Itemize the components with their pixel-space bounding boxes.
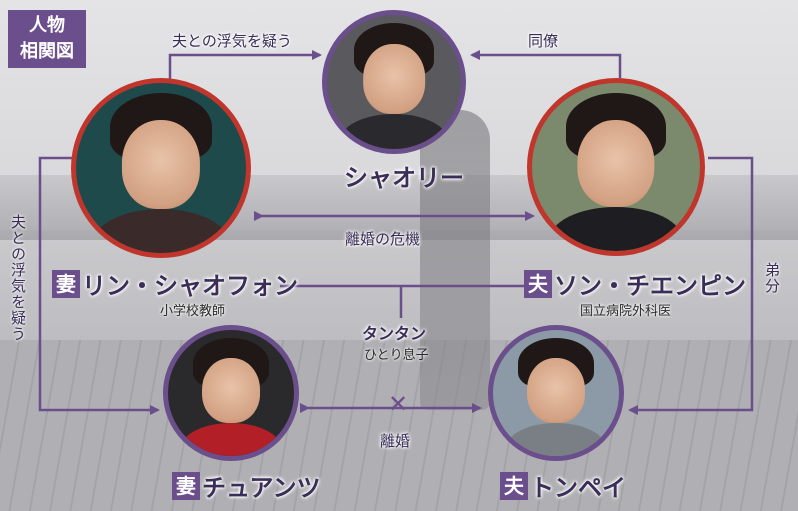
name-tong-text: トンペイ [530,474,626,502]
name-song-text: ソン・チエンピン [554,272,746,300]
divorce-cross-icon: ✕ [388,390,409,418]
role-badge-tong: 夫 [500,471,528,500]
chart-title-badge: 人物 相関図 [8,10,86,68]
portrait-tong [488,325,624,461]
label-lin-xiaoli: 夫との浮気を疑う [172,32,292,50]
line-song-tong [628,156,754,415]
background-pier [0,340,798,511]
chart-title-line1: 人物 [29,15,65,36]
portrait-lin [71,78,251,258]
label-song-xiaoli: 同僚 [528,32,559,50]
label-song-tong: 弟分 [763,262,781,294]
background-water [0,240,798,340]
sub-lin: 小学校教師 [160,304,226,319]
chart-title-line2: 相関図 [20,41,74,62]
role-badge-song: 夫 [524,269,552,298]
role-badge-lin: 妻 [52,269,80,298]
name-song: 夫ソン・チエンピン [524,266,746,301]
name-lin-text: リン・シャオフォン [82,272,298,300]
portrait-song [527,78,705,256]
name-chu-text: チュアンツ [202,474,321,502]
label-lin-chu: 夫との浮気を疑う [9,214,27,342]
sub-tantan: ひとり息子 [364,348,429,363]
label-lin-song: 離婚の危機 [345,230,421,248]
name-lin: 妻リン・シャオフォン [52,266,298,301]
sub-song: 国立病院外科医 [580,304,672,319]
name-tantan: タンタン [362,320,426,344]
line-lin-chu [38,156,160,415]
line-song-xiaoli [470,50,622,78]
name-chu: 妻チュアンツ [172,468,321,503]
name-tong: 夫トンペイ [500,468,626,503]
line-lin-xiaoli [168,50,322,80]
background-figure [420,110,490,410]
name-xiaoli: シャオリー [344,158,464,193]
portrait-xiaoli [322,10,466,154]
portrait-chu [163,325,299,461]
role-badge-chu: 妻 [172,471,200,500]
label-chu-tong: 離婚 [380,432,411,450]
name-xiaoli-text: シャオリー [344,164,464,192]
name-tantan-text: タンタン [362,324,427,343]
